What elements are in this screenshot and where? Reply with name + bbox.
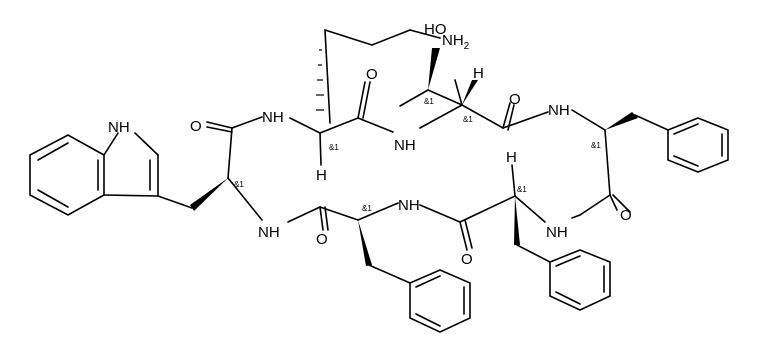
amide-nh-4: NH bbox=[258, 224, 280, 241]
lysine-side-chain bbox=[324, 29, 441, 124]
tryptophan-residue bbox=[157, 121, 263, 221]
stereo-trp: &1 bbox=[234, 180, 244, 189]
thr-hydrogen-label: H bbox=[473, 65, 484, 82]
indole-nh-label: NH bbox=[108, 119, 130, 136]
stereo-phe3: &1 bbox=[517, 185, 527, 194]
benzene-ring-2 bbox=[409, 269, 471, 333]
amide-o-1: O bbox=[366, 66, 378, 83]
amide-o-4: O bbox=[190, 118, 202, 135]
amine-label: NH2 bbox=[442, 32, 470, 52]
lysine-hashed-wedge bbox=[316, 49, 324, 111]
hydroxyl-label: HO bbox=[424, 21, 447, 38]
lys-hydrogen-label: H bbox=[316, 167, 327, 184]
amide-nh-3: NH bbox=[548, 102, 570, 119]
backbone-upper bbox=[231, 81, 606, 134]
stereo-thr-cb: &1 bbox=[424, 97, 434, 106]
amide-o-6: O bbox=[461, 251, 473, 268]
amide-o-3: O bbox=[620, 207, 632, 224]
benzene-ring-3 bbox=[549, 249, 611, 311]
amide-nh-6: NH bbox=[546, 224, 568, 241]
threonine-residue bbox=[399, 48, 478, 107]
stereo-phe1: &1 bbox=[591, 141, 601, 150]
amide-nh-5: NH bbox=[398, 197, 420, 214]
stereo-thr-ca: &1 bbox=[463, 115, 473, 124]
phe2-residue bbox=[358, 220, 411, 284]
stereo-phe2: &1 bbox=[362, 204, 372, 213]
phe3-residue bbox=[514, 196, 551, 263]
amide-o-5: O bbox=[316, 231, 328, 248]
benzene-ring-1 bbox=[667, 117, 729, 173]
stereo-lys: &1 bbox=[329, 143, 339, 152]
amide-nh-2: NH bbox=[394, 137, 416, 154]
phe1-residue bbox=[579, 112, 669, 216]
indole-ring bbox=[29, 132, 159, 216]
amide-nh-1: NH bbox=[262, 109, 284, 126]
amide-o-2: O bbox=[509, 91, 521, 108]
backbone-lower bbox=[287, 164, 581, 251]
phe3-hydrogen-label: H bbox=[506, 149, 517, 166]
